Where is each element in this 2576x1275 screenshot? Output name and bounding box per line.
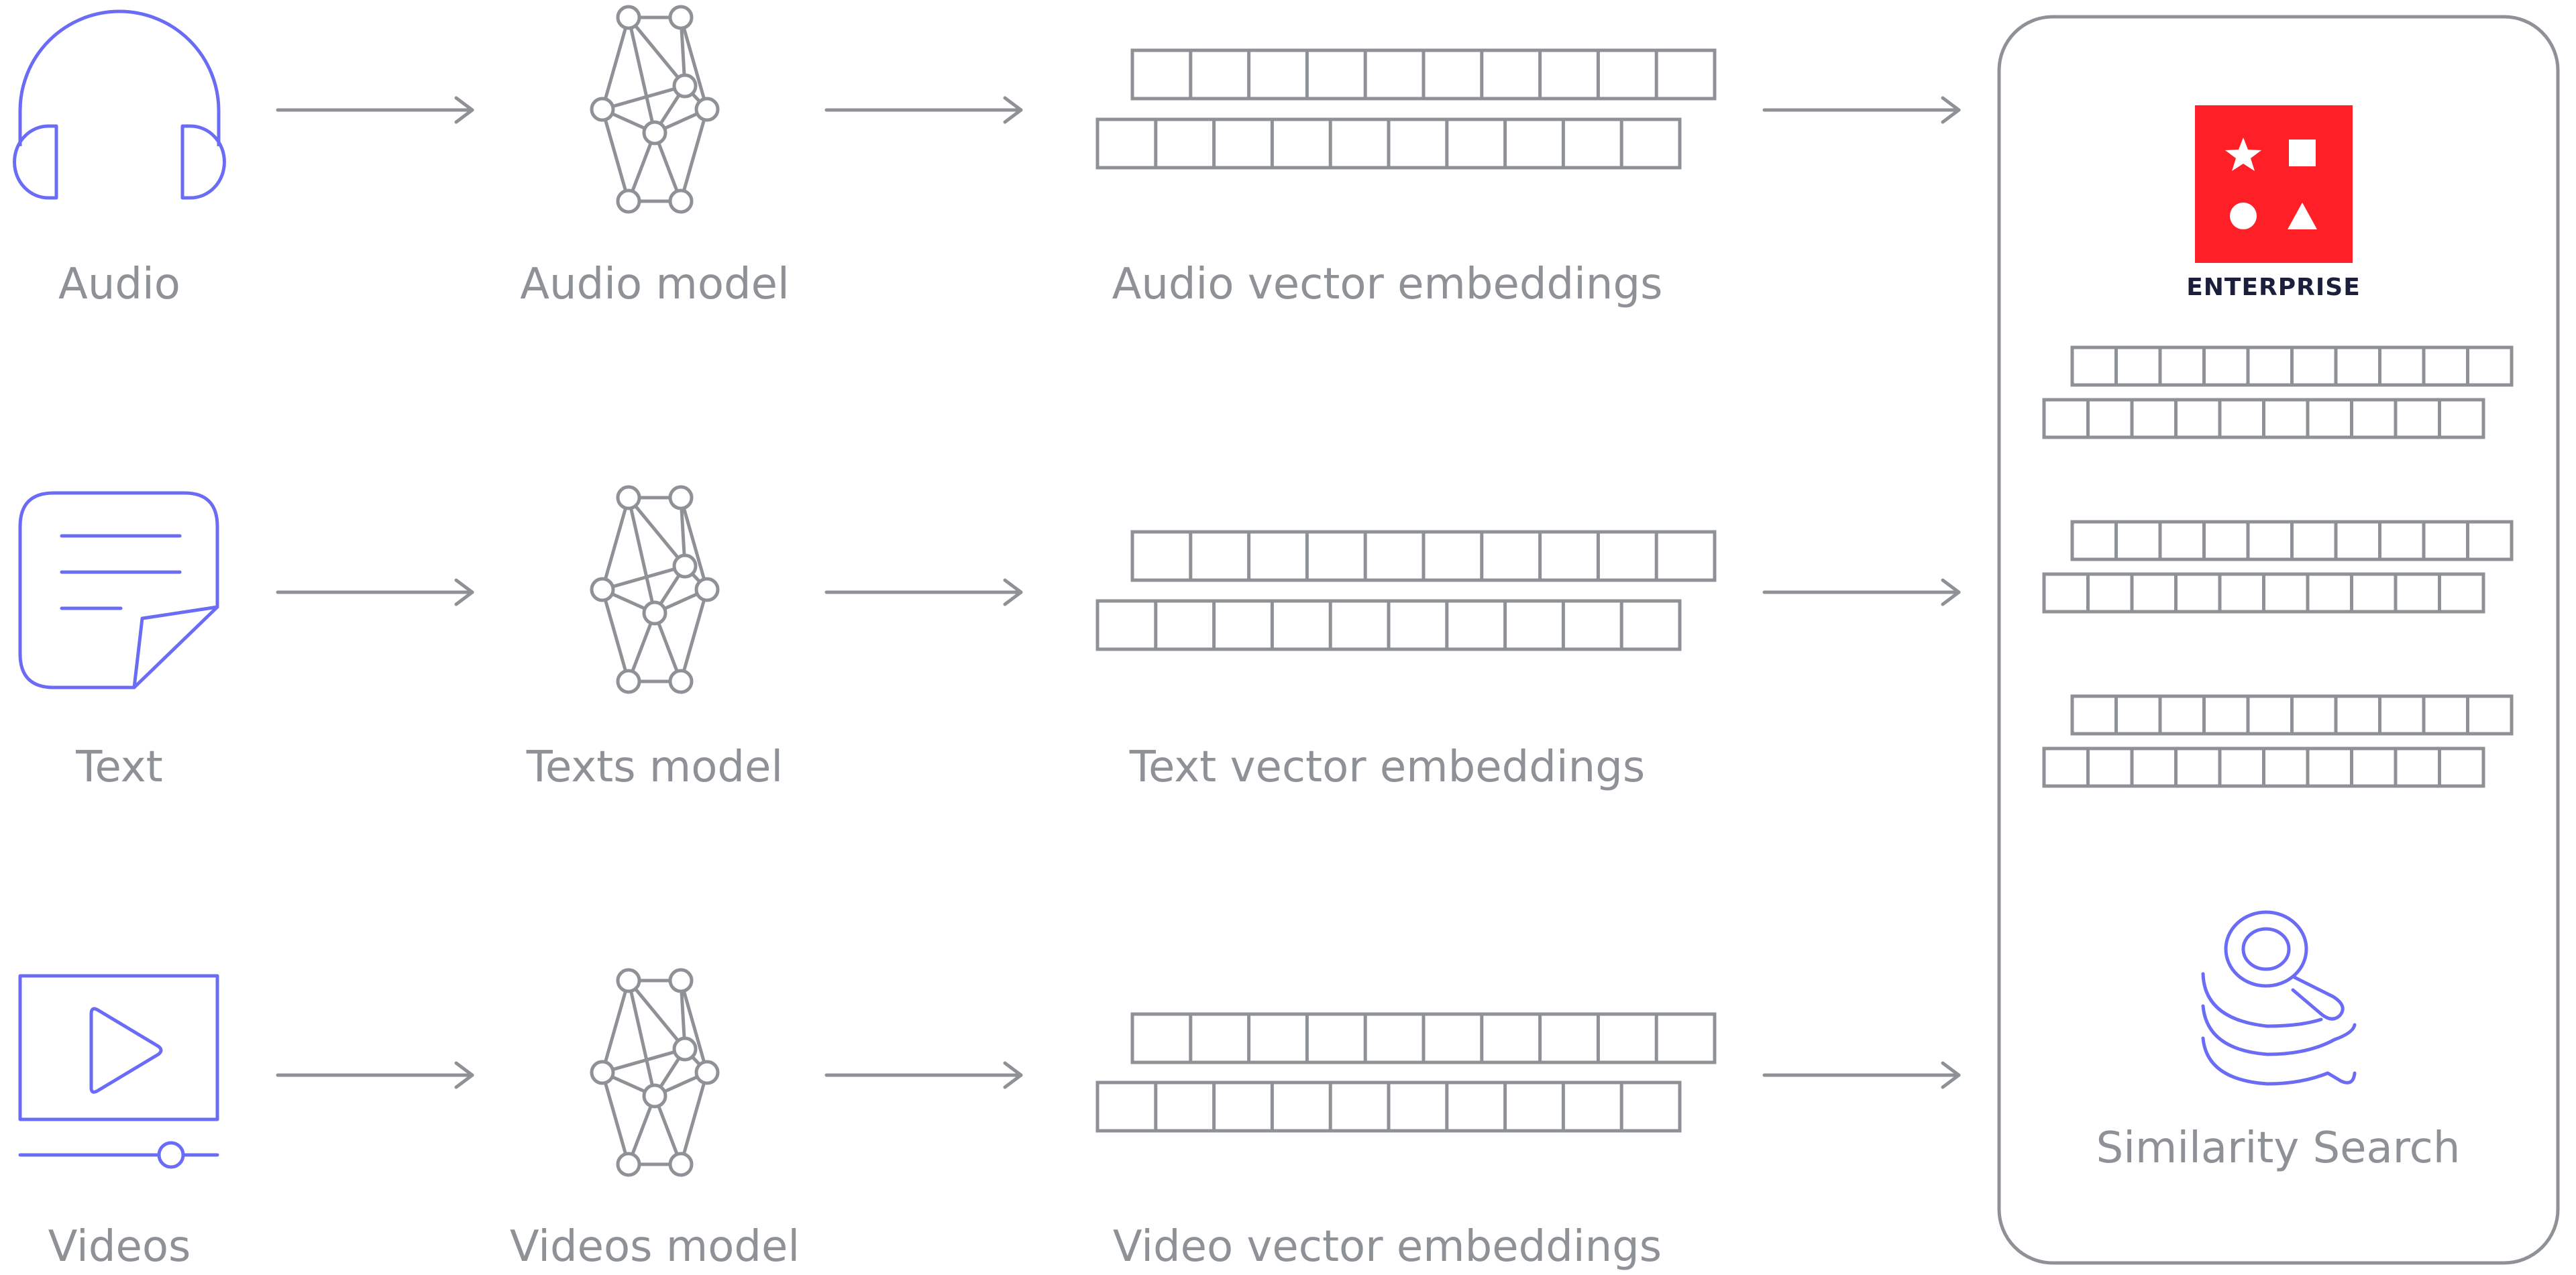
video-player-icon <box>18 974 219 1169</box>
arrow-to-audio-model <box>278 98 472 122</box>
arrow-to-text-model <box>278 580 472 604</box>
redis-enterprise-logo-icon <box>2195 105 2353 263</box>
neural-network-icon <box>592 7 718 212</box>
stored-vector-text-bottom <box>2044 574 2483 612</box>
embeddings-label-text: Text vector embeddings <box>1129 742 1645 792</box>
input-label-videos: Videos <box>48 1222 191 1272</box>
model-label-videos: Videos model <box>510 1222 800 1272</box>
model-label-audio: Audio model <box>520 260 790 309</box>
stored-vector-audio-top <box>2072 347 2512 385</box>
vector-bar-bottom <box>1097 119 1680 168</box>
embeddings-label-videos: Video vector embeddings <box>1113 1222 1662 1272</box>
neural-network-icon <box>592 487 718 692</box>
vector-bar-top <box>1132 532 1715 580</box>
stored-vector-text-top <box>2072 522 2512 559</box>
vector-bar-bottom <box>1097 1083 1680 1131</box>
vector-store-panel: ENTERPRISE Similarity Search <box>1997 15 2560 1265</box>
enterprise-label: ENTERPRISE <box>2186 274 2361 301</box>
arrow-to-text-embeddings <box>826 580 1021 604</box>
vector-bar-bottom <box>1097 601 1680 649</box>
arrow-to-store-videos <box>1764 1063 1959 1087</box>
stored-vector-audio-bottom <box>2044 400 2483 437</box>
similarity-search-label: Similarity Search <box>2096 1123 2461 1173</box>
arrow-to-store-text <box>1764 580 1959 604</box>
model-label-text: Texts model <box>526 742 783 792</box>
row-text: Text Texts model Text vector embeddings <box>18 487 1959 792</box>
arrow-to-videos-model <box>278 1063 472 1087</box>
vector-bar-top <box>1132 1014 1715 1062</box>
stored-vector-video-top <box>2072 696 2512 734</box>
input-label-audio: Audio <box>58 260 180 309</box>
stacked-search-icon <box>2201 910 2357 1086</box>
row-videos: Videos Videos model Video vector embeddi… <box>18 970 1959 1272</box>
arrow-to-audio-embeddings <box>826 98 1021 122</box>
vector-bar-top <box>1132 50 1715 99</box>
embeddings-label-audio: Audio vector embeddings <box>1112 260 1663 309</box>
stored-vector-video-bottom <box>2044 749 2483 786</box>
neural-network-icon <box>592 970 718 1175</box>
note-icon <box>18 491 219 689</box>
row-audio: Audio Audio model Audio vector embedding… <box>13 7 1959 309</box>
input-label-text: Text <box>75 742 162 792</box>
arrow-to-video-embeddings <box>826 1063 1021 1087</box>
arrow-to-store-audio <box>1764 98 1959 122</box>
headphones-icon <box>13 9 226 200</box>
